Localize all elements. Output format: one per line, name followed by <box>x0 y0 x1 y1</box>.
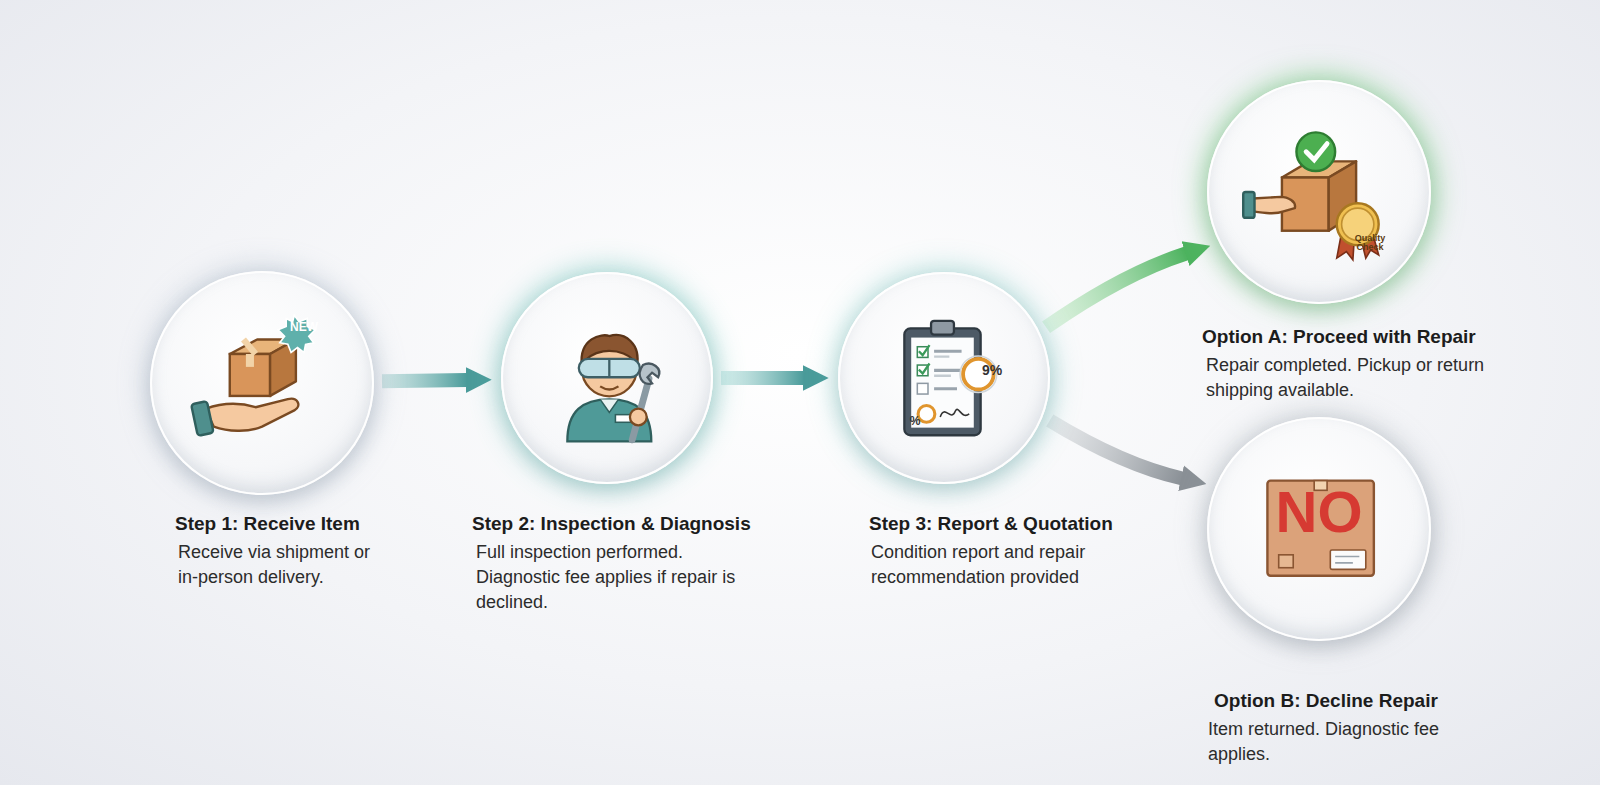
node-circle <box>838 272 1050 484</box>
step-heading: Option A: Proceed with Repair <box>1202 326 1476 348</box>
node-circle <box>150 271 374 495</box>
technician-icon <box>533 304 686 457</box>
step-node: Option A: Proceed with RepairRepair comp… <box>1207 80 1431 304</box>
icon-label: NEW <box>290 321 318 334</box>
icon-label: Quality Check <box>1353 234 1387 253</box>
icon-label: 9% <box>982 363 1002 378</box>
box-hand-icon <box>183 304 344 465</box>
flow-arrow <box>721 371 804 385</box>
step-description: Item returned. Diagnostic fee applies. <box>1208 717 1478 767</box>
icon-label: NO <box>1276 482 1363 543</box>
step-node: Step 3: Report & QuotationCondition repo… <box>838 272 1050 484</box>
step-heading: Option B: Decline Repair <box>1214 690 1438 712</box>
node-circle <box>501 272 713 484</box>
step-heading: Step 1: Receive Item <box>175 513 360 535</box>
node-circle <box>1207 80 1431 304</box>
flow-arrow <box>1046 253 1187 327</box>
step-description: Condition report and repair recommendati… <box>871 540 1151 590</box>
step-node: Step 1: Receive ItemReceive via shipment… <box>150 271 374 495</box>
flow-arrow <box>382 380 467 381</box>
step-description: Full inspection performed. Diagnostic fe… <box>476 540 756 615</box>
step-description: Receive via shipment or in-person delive… <box>178 540 393 590</box>
step-heading: Step 2: Inspection & Diagnosis <box>472 513 751 535</box>
step-description: Repair completed. Pickup or return shipp… <box>1206 353 1491 403</box>
flow-arrow <box>1050 421 1183 479</box>
step-heading: Step 3: Report & Quotation <box>869 513 1113 535</box>
step-node: Step 2: Inspection & DiagnosisFull inspe… <box>501 272 713 484</box>
icon-label: % <box>910 415 921 428</box>
clipboard-icon <box>870 304 1023 457</box>
